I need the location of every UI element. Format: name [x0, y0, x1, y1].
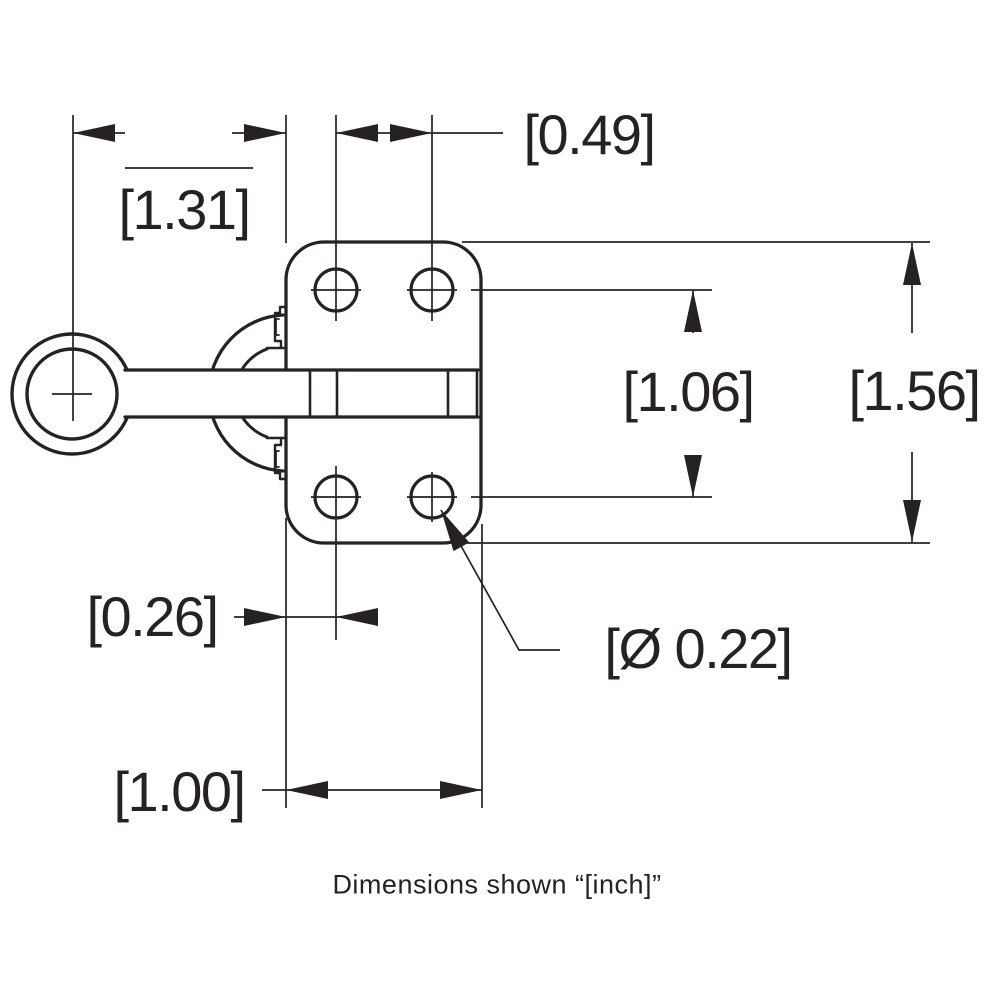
leader-line-hole-diameter [440, 509, 560, 651]
arrowhead [244, 124, 286, 142]
dim-label-hole-spacing-horizontal: [0.49] [523, 103, 656, 166]
spring-clip-tab-top [273, 305, 288, 350]
dim-label-hole-spacing-vertical: [1.06] [622, 360, 755, 423]
leader-arrowhead [441, 510, 470, 552]
arrowhead [73, 124, 115, 142]
lever-arm-seams [308, 370, 479, 417]
dim-label-edge-to-hole-center: [0.26] [86, 585, 219, 648]
spring-clip-tab-bottom [273, 436, 288, 481]
dim-label-plate-width: [1.00] [113, 760, 246, 823]
extension-and-center-lines [52, 115, 930, 808]
arrowhead [684, 290, 702, 332]
arrowhead [286, 781, 328, 799]
arrowhead [244, 608, 286, 626]
arrowhead [390, 124, 432, 142]
lever-arm [123, 368, 480, 419]
dimension-arrowheads [73, 124, 921, 799]
arrowhead [440, 781, 482, 799]
drawing-caption: Dimensions shown “[inch]” [332, 869, 662, 900]
arrowhead [903, 500, 921, 542]
arrowhead [684, 455, 702, 497]
arrowhead [336, 608, 378, 626]
arrowhead [903, 243, 921, 285]
arrowhead [336, 124, 378, 142]
dim-label-lever-length: [1.31] [118, 178, 251, 241]
dim-label-hole-diameter: [Ø 0.22] [604, 617, 793, 680]
dim-label-plate-height: [1.56] [848, 359, 981, 422]
